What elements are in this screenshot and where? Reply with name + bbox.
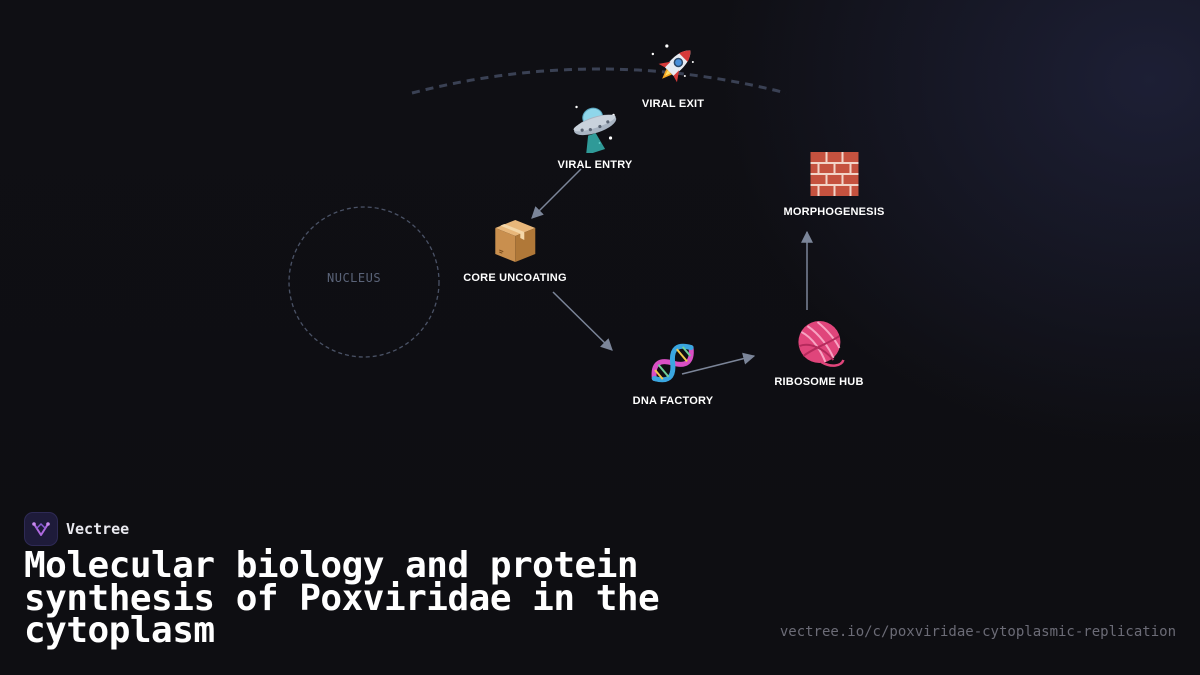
node-dna-factory[interactable]: DNA FACTORY	[633, 337, 714, 407]
node-label: VIRAL EXIT	[641, 98, 705, 110]
brick-icon	[809, 152, 858, 196]
edge-dna-factory-to-ribosome-hub	[681, 352, 756, 375]
brand-name: Vectree	[66, 520, 130, 538]
nucleus-label: NUCLEUS	[327, 271, 382, 285]
edge-core-uncoating-to-dna-factory	[552, 291, 613, 351]
tree-logo-icon	[32, 522, 50, 536]
page-url[interactable]: vectree.io/c/poxviridae-cytoplasmic-repl…	[779, 624, 1176, 640]
node-label: VIRAL ENTRY	[557, 159, 633, 171]
package-icon	[495, 220, 535, 262]
rocket-icon	[651, 44, 694, 83]
node-label: RIBOSOME HUB	[774, 376, 864, 388]
node-core-uncoating[interactable]: CORE UNCOATING	[463, 214, 567, 284]
brand[interactable]: Vectree	[24, 512, 129, 546]
vectree-logo	[24, 512, 58, 546]
edge-viral-entry-to-core-uncoating	[531, 168, 582, 219]
node-viral-exit[interactable]: VIRAL EXIT	[642, 40, 704, 110]
page-title: Molecular biology and protein synthesis …	[24, 545, 660, 651]
node-label: MORPHOGENESIS	[783, 206, 885, 218]
node-label: DNA FACTORY	[632, 395, 714, 407]
flying-saucer-icon	[574, 105, 617, 153]
dna-icon	[651, 343, 695, 383]
node-viral-entry[interactable]: VIRAL ENTRY	[558, 101, 633, 171]
node-ribosome-hub[interactable]: RIBOSOME HUB	[774, 318, 863, 388]
node-morphogenesis[interactable]: MORPHOGENESIS	[783, 148, 884, 218]
cell-membrane-arc	[411, 67, 787, 95]
nucleus-outline	[288, 206, 440, 358]
yarn-icon	[798, 321, 845, 367]
node-label: CORE UNCOATING	[463, 272, 567, 284]
